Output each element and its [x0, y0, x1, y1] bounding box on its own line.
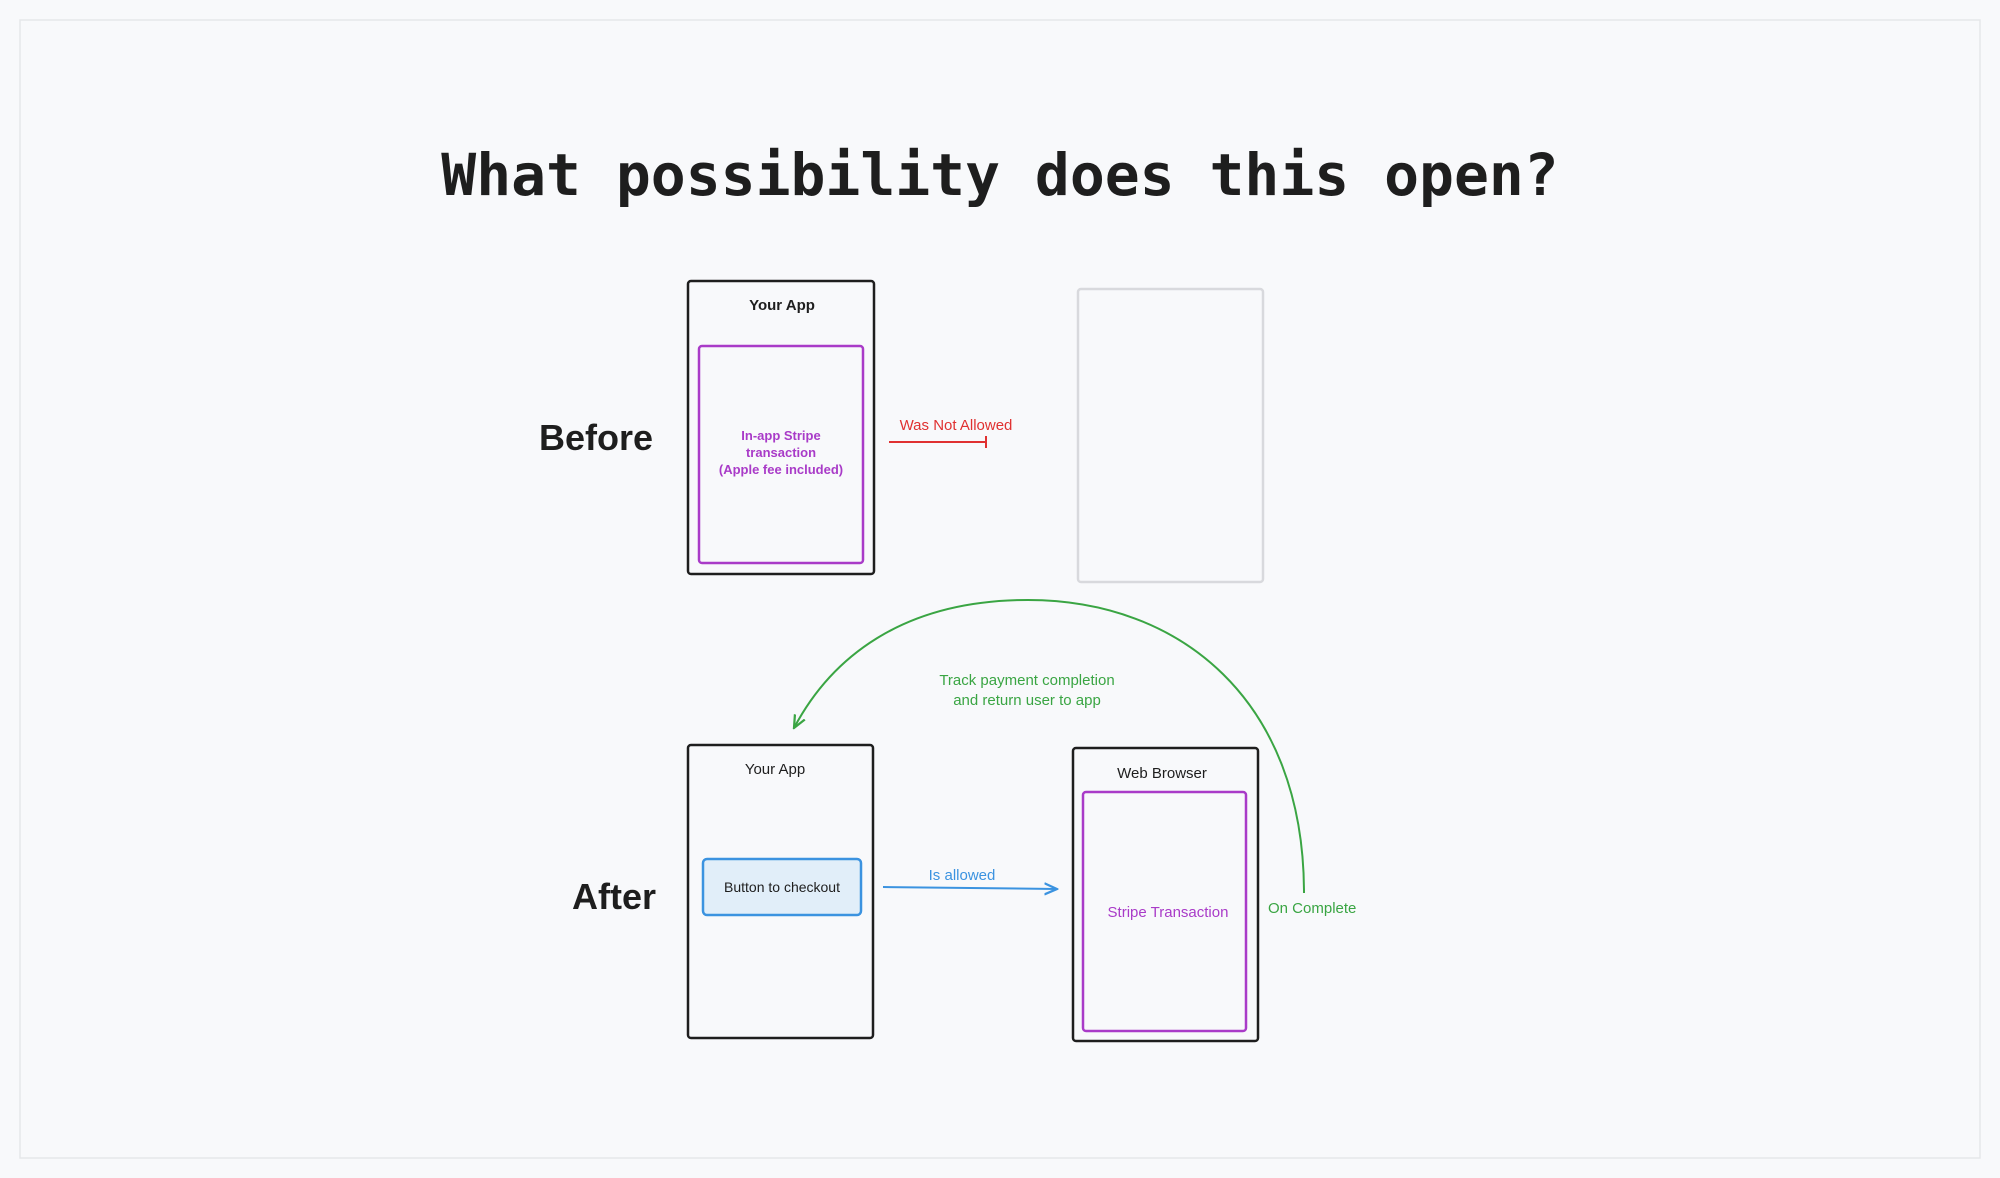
- page-title: What possibility does this open?: [441, 141, 1558, 209]
- allowed-arrow: [882, 887, 1057, 889]
- page-frame: [19, 19, 1981, 1159]
- before-stripe-line-2: transaction: [746, 445, 816, 460]
- before-stripe-box: [697, 344, 865, 565]
- allowed-label: Is allowed: [929, 867, 996, 884]
- after-app-phone: [686, 743, 875, 1040]
- after-label: After: [572, 876, 656, 917]
- on-complete-label: On Complete: [1268, 900, 1356, 917]
- before-app-phone: [686, 279, 876, 576]
- after-app-title: Your App: [745, 761, 805, 778]
- before-stripe-line-3: (Apple fee included): [719, 462, 843, 477]
- before-app-title: Your App: [749, 297, 815, 314]
- web-browser-title: Web Browser: [1117, 765, 1207, 782]
- checkout-button[interactable]: [701, 857, 863, 917]
- before-label: Before: [539, 417, 653, 458]
- faded-screen-placeholder: [1076, 287, 1265, 584]
- not-allowed-label: Was Not Allowed: [900, 417, 1013, 434]
- return-label-line-2: and return user to app: [953, 692, 1101, 709]
- checkout-button-label: Button to checkout: [724, 879, 840, 895]
- return-label-line-1: Track payment completion: [939, 672, 1114, 689]
- return-arrow: [794, 598, 1305, 894]
- stripe-transaction-box: [1081, 790, 1248, 1033]
- stripe-transaction-label: Stripe Transaction: [1108, 904, 1229, 921]
- web-browser-frame: [1071, 746, 1260, 1043]
- before-stripe-line-1: In-app Stripe: [741, 428, 820, 443]
